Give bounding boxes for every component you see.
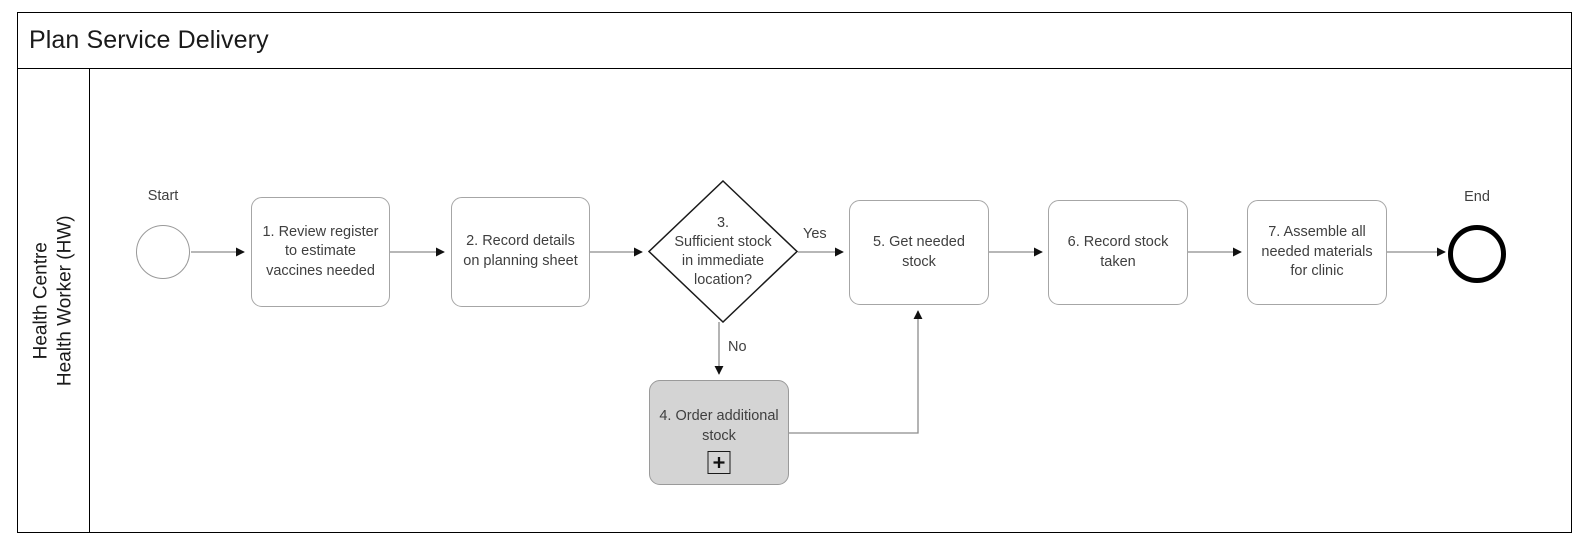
end-event-label: End (1464, 189, 1490, 205)
plus-icon (707, 451, 731, 474)
lane-label: Health Centre Health Worker (HW) (30, 215, 78, 386)
task-7-assemble-materials[interactable]: 7. Assemble all needed materials for cli… (1247, 200, 1387, 305)
page-title: Plan Service Delivery (29, 26, 269, 54)
flow-label-yes: Yes (803, 226, 827, 242)
lane-label-line-2: Health Worker (HW) (54, 215, 76, 386)
task-2-record-details[interactable]: 2. Record details on planning sheet (451, 197, 590, 307)
flow-label-no: No (728, 339, 747, 355)
gateway-3-label: 3. Sufficient stock in immediate locatio… (674, 214, 772, 288)
lane-header-health-centre: Health Centre Health Worker (HW) (18, 69, 90, 532)
start-event[interactable] (136, 225, 190, 279)
task-4-order-additional-stock[interactable]: 4. Order additional stock (649, 380, 789, 485)
exclusive-gateway-shape (648, 180, 798, 323)
task-1-review-register[interactable]: 1. Review register to estimate vaccines … (251, 197, 390, 307)
gateway-3-sufficient-stock[interactable]: 3. Sufficient stock in immediate locatio… (648, 180, 798, 323)
task-5-get-needed-stock[interactable]: 5. Get needed stock (849, 200, 989, 305)
end-event[interactable] (1448, 225, 1506, 283)
lane-label-line-1: Health Centre (30, 241, 52, 360)
start-event-label: Start (147, 188, 179, 204)
pool-title-band: Plan Service Delivery (18, 13, 1571, 69)
task-6-record-stock-taken[interactable]: 6. Record stock taken (1048, 200, 1188, 305)
task-4-label: 4. Order additional stock (659, 408, 779, 444)
